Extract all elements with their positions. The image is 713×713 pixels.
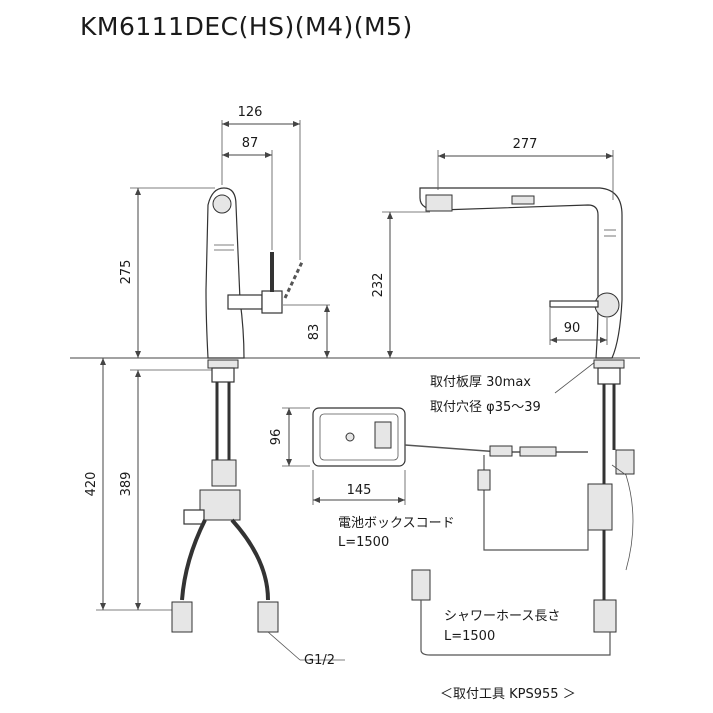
note-plate-thickness: 取付板厚 30max (430, 375, 531, 390)
page-title: KM6111DEC(HS)(M4)(M5) (80, 12, 413, 41)
left-plumbing (171, 359, 345, 661)
dim-90: 90 (564, 321, 581, 336)
dim-126: 126 (238, 105, 263, 120)
note-hole-diameter: 取付穴径 φ35～39 (430, 400, 541, 415)
right-faucet-body (419, 187, 623, 359)
battery-box (282, 407, 406, 505)
left-dimensions (96, 120, 330, 611)
dim-145: 145 (347, 483, 372, 498)
right-dimensions (382, 150, 614, 394)
dim-232: 232 (371, 273, 386, 298)
dim-277: 277 (513, 137, 538, 152)
right-plumbing (587, 359, 635, 633)
note-thread: G1/2 (304, 653, 335, 668)
left-faucet-body (205, 187, 305, 359)
dim-96: 96 (269, 429, 284, 446)
note-shower-hose-length: L=1500 (444, 629, 495, 644)
note-battery-cord-length: L=1500 (338, 535, 389, 550)
note-shower-hose: シャワーホース長さ (444, 609, 560, 624)
note-tool: ＜取付工具 KPS955 ＞ (440, 687, 576, 702)
dim-83: 83 (307, 324, 322, 341)
shower-hose (411, 569, 611, 656)
dim-389: 389 (119, 472, 134, 497)
dim-420: 420 (84, 472, 99, 497)
note-battery-cord: 電池ボックスコード (338, 516, 455, 531)
dim-87: 87 (242, 136, 259, 151)
battery-cord (404, 444, 589, 551)
dim-275: 275 (119, 260, 134, 285)
